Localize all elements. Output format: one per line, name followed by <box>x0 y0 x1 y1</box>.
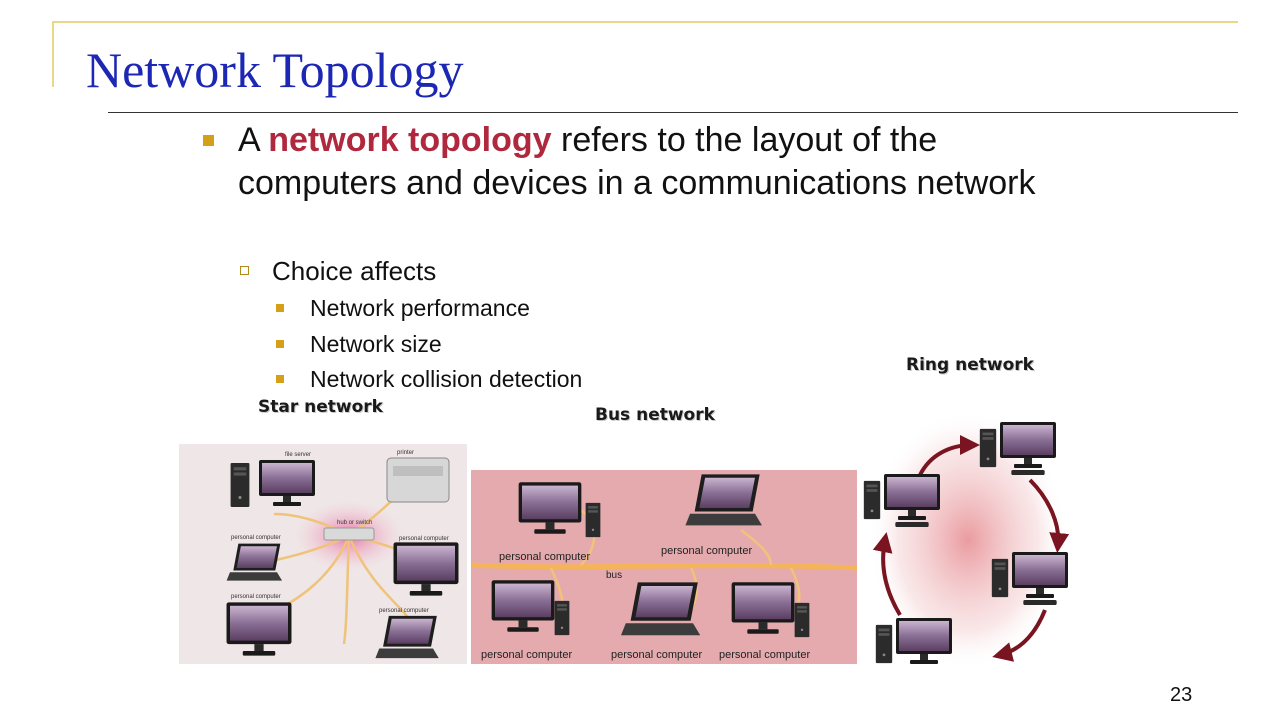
ring-arrow <box>872 532 902 617</box>
keyboard-icon <box>1023 600 1057 605</box>
file-server-label: file server <box>285 452 311 458</box>
ring-arrow <box>1028 478 1070 553</box>
ring-arrow <box>992 609 1047 662</box>
item-bullet-marker <box>276 304 284 312</box>
tower-icon <box>585 502 601 538</box>
main-bullet-prefix: A <box>238 121 269 159</box>
pc-label: personal computer <box>661 545 752 557</box>
bus-network-diagram: personal computer personal computer bus … <box>471 470 857 664</box>
pc-label: personal computer <box>481 649 572 661</box>
tower-icon <box>979 428 997 468</box>
item-bullet-marker <box>276 340 284 348</box>
pc-label: personal computer <box>719 649 810 661</box>
pc-label: personal computer <box>231 594 281 600</box>
star-network-label: Star network <box>258 397 383 417</box>
pc-label: personal computer <box>231 535 281 541</box>
pc-label: personal computer <box>379 608 429 614</box>
tower-icon <box>794 602 810 638</box>
hub-label: hub or switch <box>337 520 372 526</box>
tower-icon <box>863 480 881 520</box>
keyboard-icon <box>895 522 929 527</box>
tower-icon <box>875 624 893 664</box>
ring-arrow <box>918 435 980 476</box>
printer-label: printer <box>397 450 414 456</box>
main-bullet-emphasis: network topology <box>268 121 552 159</box>
item-bullet-marker <box>276 375 284 383</box>
slide-title: Network Topology <box>86 42 464 98</box>
list-item: Network performance <box>310 295 530 321</box>
ring-network-diagram <box>863 410 1070 670</box>
title-underline <box>108 112 1238 113</box>
ring-network-label: Ring network <box>906 355 1034 375</box>
main-bullet-text: A network topology refers to the layout … <box>238 119 1098 205</box>
bus-network-label: Bus network <box>595 405 715 425</box>
keyboard-icon <box>1011 470 1045 475</box>
pc-label: personal computer <box>399 536 449 542</box>
pc-label: personal computer <box>499 551 590 563</box>
bullet-marker <box>203 135 214 146</box>
file-server-icon <box>230 463 250 507</box>
pc-label: personal computer <box>611 649 702 661</box>
sub-bullet-text: Choice affects <box>272 256 437 286</box>
sub-bullet-marker <box>240 266 249 275</box>
bus-label: bus <box>606 570 622 581</box>
tower-icon <box>554 600 570 636</box>
tower-icon <box>991 558 1009 598</box>
list-item: Network size <box>310 331 442 357</box>
left-accent-rule <box>52 21 54 87</box>
star-network-diagram: hub or switch file server printer person… <box>179 444 467 664</box>
list-item: Network collision detection <box>310 366 583 392</box>
main-bullet-suffix: refers to the layout of the computers an… <box>238 121 1036 202</box>
printer-icon <box>386 457 450 503</box>
bus-line <box>471 562 857 571</box>
top-accent-rule <box>52 21 1238 23</box>
page-number: 23 <box>1170 684 1193 706</box>
